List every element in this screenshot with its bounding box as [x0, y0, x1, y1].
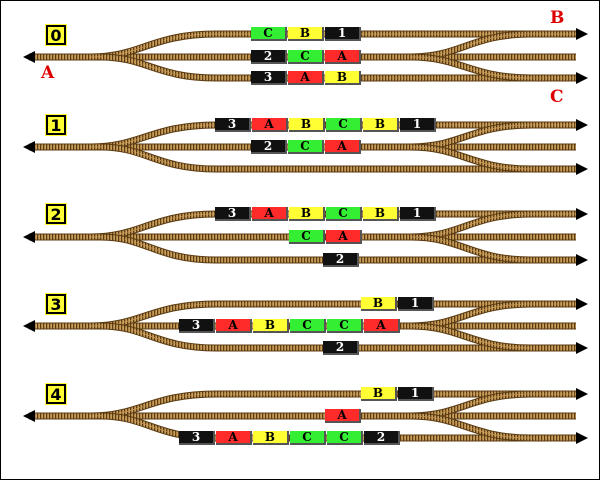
car-c: C [326, 118, 362, 132]
car-c: C [327, 431, 363, 445]
car-a: A [325, 409, 361, 423]
track-arrow-right [576, 208, 588, 220]
locomotive-1: 1 [398, 387, 434, 401]
stage-label: 2 [45, 203, 67, 225]
track-arrow-right [576, 388, 588, 400]
car-a: A [252, 207, 288, 221]
track-arrow-left [23, 231, 35, 243]
track-arrow-right [576, 298, 588, 310]
car-b: B [361, 297, 397, 311]
car-c: C [290, 431, 326, 445]
car-c: C [326, 207, 362, 221]
track-arrow-right [576, 254, 588, 266]
car-c: C [251, 27, 287, 41]
car-b: B [253, 319, 289, 333]
car-b: B [253, 431, 289, 445]
car-c: C [288, 50, 324, 64]
car-b: B [361, 387, 397, 401]
locomotive-1: 1 [398, 297, 434, 311]
locomotive-3: 3 [251, 71, 287, 85]
track-arrow-right [576, 119, 588, 131]
locomotive-2: 2 [323, 341, 359, 355]
locomotive-3: 3 [215, 207, 251, 221]
locomotive-2: 2 [323, 253, 359, 267]
car-c: C [290, 319, 326, 333]
locomotive-2: 2 [251, 140, 287, 154]
locomotive-2: 2 [364, 431, 400, 445]
locomotive-1: 1 [400, 118, 436, 132]
track-crossover-bottom [410, 322, 532, 352]
track-arrow-left [23, 141, 35, 153]
locomotive-2: 2 [251, 50, 287, 64]
track-arrow-left [23, 320, 35, 332]
track-arrow-left [23, 410, 35, 422]
stage-label: 0 [45, 24, 67, 46]
car-c: C [327, 319, 363, 333]
track-arrow-right [576, 72, 588, 84]
stage-label: 3 [45, 293, 67, 315]
track-arrow-right [576, 432, 588, 444]
track-crossover-bottom [410, 143, 532, 173]
car-a: A [288, 71, 324, 85]
track-arrow-right [576, 342, 588, 354]
endpoint-label-a: A [41, 63, 55, 83]
endpoint-label-b: B [550, 8, 565, 28]
car-a: A [216, 319, 252, 333]
locomotive-1: 1 [325, 27, 361, 41]
car-b: B [363, 207, 399, 221]
track-arrow-right [576, 28, 588, 40]
track-crossover-bottom [410, 412, 532, 442]
track-crossover-bottom [410, 233, 532, 264]
car-b: B [325, 71, 361, 85]
car-a: A [326, 230, 362, 244]
locomotive-3: 3 [179, 319, 215, 333]
car-b: B [288, 27, 324, 41]
track-crossover-bottom [410, 53, 532, 82]
car-c: C [288, 140, 324, 154]
track-bottom [100, 53, 576, 82]
car-a: A [216, 431, 252, 445]
car-a: A [252, 118, 288, 132]
track-bottom [100, 322, 576, 352]
locomotive-3: 3 [215, 118, 251, 132]
car-b: B [289, 207, 325, 221]
track-arrow-right [576, 163, 588, 175]
track-arrow-left [23, 51, 35, 63]
endpoint-label-c: C [550, 87, 564, 107]
track-bottom [100, 143, 576, 173]
car-a: A [364, 319, 400, 333]
locomotive-1: 1 [400, 207, 436, 221]
stage-label: 1 [45, 114, 67, 136]
car-a: A [325, 140, 361, 154]
track-bottom [100, 233, 576, 264]
car-a: A [325, 50, 361, 64]
car-b: B [289, 118, 325, 132]
car-c: C [289, 230, 325, 244]
stage-label: 4 [45, 383, 67, 405]
car-b: B [363, 118, 399, 132]
locomotive-3: 3 [179, 431, 215, 445]
